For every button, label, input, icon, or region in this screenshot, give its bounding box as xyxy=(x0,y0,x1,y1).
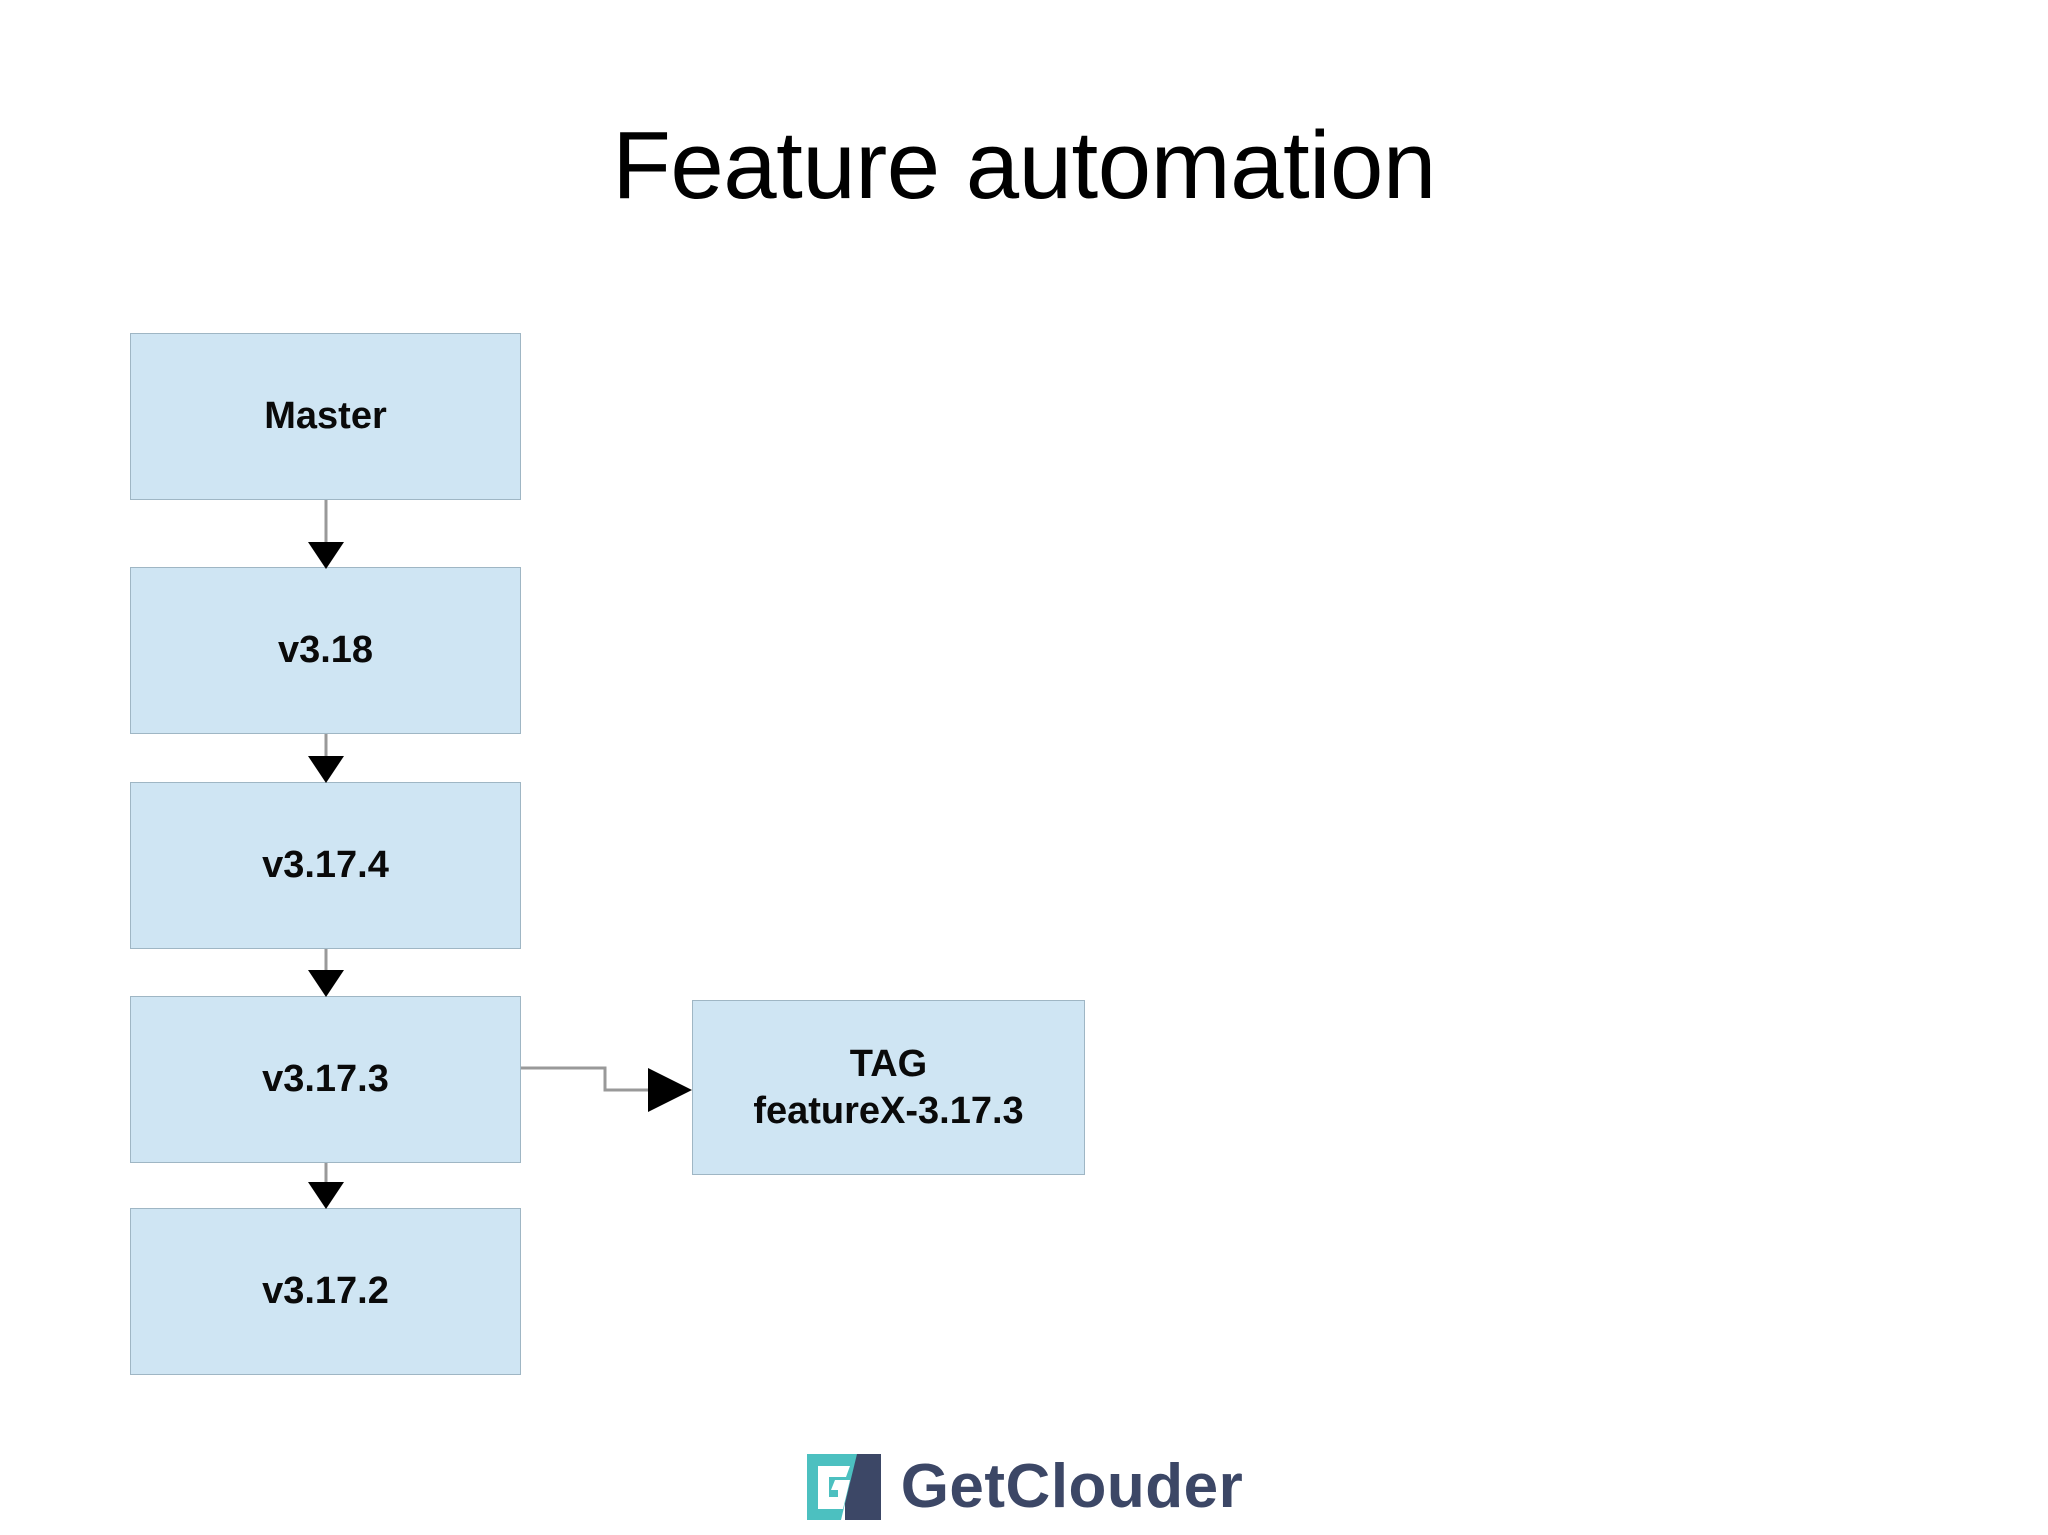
flow-box-v3-18[interactable]: v3.18 xyxy=(130,567,521,734)
flow-box-tag[interactable]: TAG featureX-3.17.3 xyxy=(692,1000,1085,1175)
connector-v3-17-3-to-tag xyxy=(521,1066,692,1112)
connector-v3-17-4-to-v3-17-3 xyxy=(308,949,344,997)
connector-v3-18-to-v3-17-4 xyxy=(308,734,344,783)
flow-box-v3-17-2[interactable]: v3.17.2 xyxy=(130,1208,521,1375)
flow-box-label: TAG featureX-3.17.3 xyxy=(753,1043,1024,1132)
getclouder-logo-mark-icon xyxy=(806,1454,881,1520)
flow-box-label: v3.17.2 xyxy=(262,1270,389,1313)
connector-master-to-v3-18 xyxy=(308,500,344,569)
brand-name: GetClouder xyxy=(900,1452,1244,1521)
page-title: Feature automation xyxy=(612,112,1436,219)
flow-box-master[interactable]: Master xyxy=(130,333,521,500)
flow-box-label: v3.18 xyxy=(277,629,374,672)
flow-box-label: v3.17.4 xyxy=(262,844,389,887)
footer-brand: GetClouder xyxy=(0,1452,2048,1522)
flow-box-v3-17-4[interactable]: v3.17.4 xyxy=(130,782,521,949)
flow-box-label: v3.17.3 xyxy=(262,1058,389,1101)
flow-box-v3-17-3[interactable]: v3.17.3 xyxy=(130,996,521,1163)
flow-box-label: Master xyxy=(264,395,387,438)
connector-v3-17-3-to-v3-17-2 xyxy=(308,1163,344,1209)
